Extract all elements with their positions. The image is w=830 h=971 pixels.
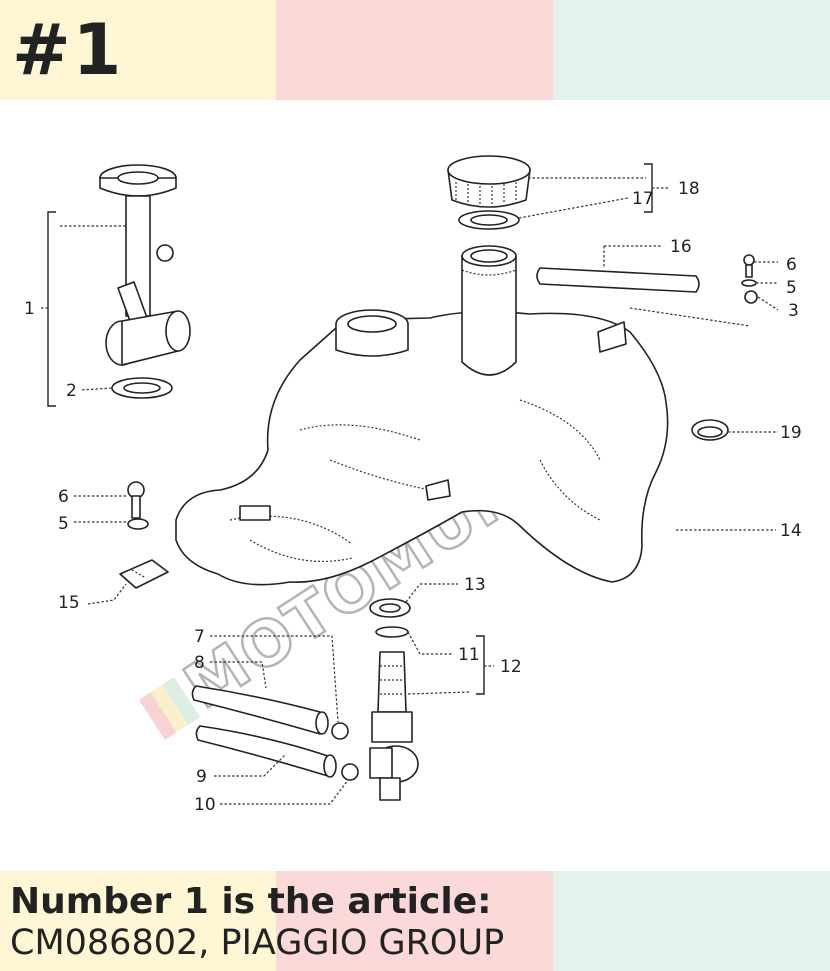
band-mint	[553, 0, 830, 100]
bottom-color-band	[0, 871, 830, 971]
callout-1: 1	[24, 299, 35, 319]
fuel-tap	[369, 651, 419, 801]
callout-labels: 1 2 3 5 6 6 5 7 8 9 10 11 12 13 14 15 16…	[24, 179, 802, 815]
caption-subtitle: CM086802, PIAGGIO GROUP	[10, 923, 505, 963]
watermark-stripe-yellow	[150, 684, 189, 733]
callout-3: 3	[788, 301, 799, 321]
callout-8: 8	[194, 653, 205, 673]
fuel-hose-upper	[191, 685, 329, 735]
callout-17: 17	[632, 189, 654, 209]
callout-12: 12	[500, 657, 522, 677]
callout-7: 7	[194, 627, 205, 647]
top-color-band	[0, 0, 830, 100]
callout-5-left: 5	[58, 514, 69, 534]
watermark-stripe-green	[162, 676, 201, 725]
fuel-hose-lower	[195, 725, 337, 778]
callout-2: 2	[66, 381, 77, 401]
callout-5-right: 5	[786, 278, 797, 298]
band-pink	[276, 0, 553, 100]
hose-clip-lower	[341, 763, 359, 781]
sender-gasket	[111, 377, 173, 399]
cap-gasket	[458, 210, 520, 230]
filler-neck	[461, 245, 517, 376]
mounting-clip	[119, 559, 169, 589]
callout-19: 19	[780, 423, 802, 443]
breather-hose	[536, 267, 700, 293]
screw-washer-nut-right	[741, 254, 758, 304]
tap-o-ring	[375, 626, 409, 638]
filler-cap	[447, 155, 531, 208]
callout-16: 16	[670, 237, 692, 257]
leader-lines	[40, 163, 779, 805]
band-yellow	[0, 0, 276, 100]
callout-18: 18	[678, 179, 700, 199]
item-number-badge: #1	[12, 9, 124, 91]
band-yellow-bottom	[0, 871, 276, 971]
fuel-tank	[175, 309, 669, 586]
callout-11: 11	[458, 645, 480, 665]
watermark-stripe-red	[138, 692, 177, 740]
callout-15: 15	[58, 593, 80, 613]
screw-washer-left	[127, 481, 149, 530]
callout-9: 9	[196, 767, 207, 787]
band-mint-bottom	[553, 871, 830, 971]
callout-6-left: 6	[58, 487, 69, 507]
exploded-parts-diagram: MOTOMURCIA	[24, 155, 802, 815]
tap-gasket	[369, 598, 411, 618]
callout-10: 10	[194, 795, 216, 815]
caption-title: Number 1 is the article:	[10, 881, 492, 922]
callout-13: 13	[464, 575, 486, 595]
band-pink-bottom	[276, 871, 553, 971]
hose-clamp	[691, 419, 729, 441]
callout-6-right: 6	[786, 255, 797, 275]
callout-14: 14	[780, 521, 802, 541]
hose-clip-upper	[331, 722, 349, 740]
fuel-gauge-sender	[99, 164, 191, 366]
